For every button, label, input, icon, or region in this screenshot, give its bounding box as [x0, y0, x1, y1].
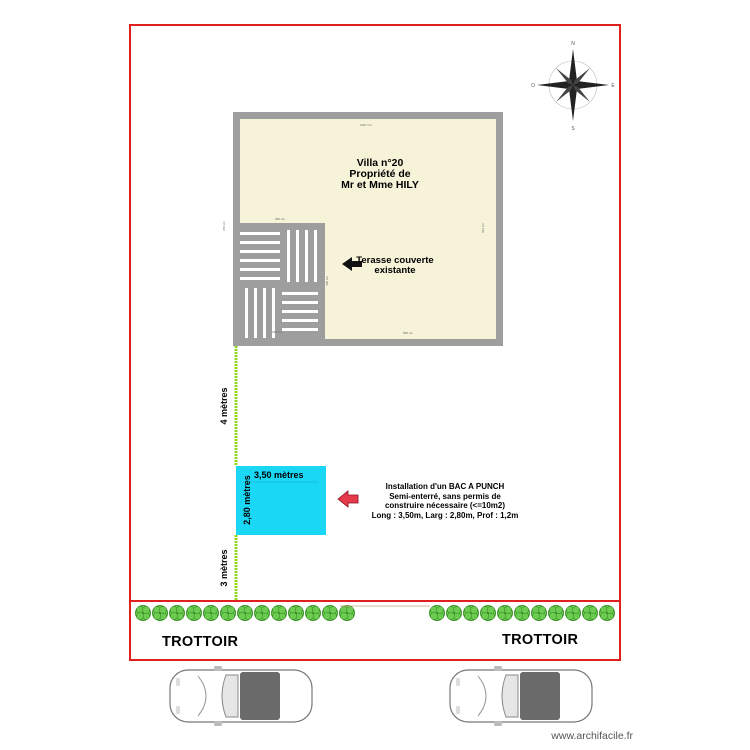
- hedge-bush-icon: [565, 605, 581, 621]
- arrow-left-icon: [337, 490, 359, 508]
- hedge-bush-icon: [237, 605, 253, 621]
- distance-label-upper: 4 mètres: [219, 387, 229, 425]
- dim-terrace-top: 360 cm: [275, 217, 285, 221]
- hedge-bush-icon: [463, 605, 479, 621]
- sidewalk-label-right: TROTTOIR: [502, 632, 579, 648]
- hedge-bush-icon: [220, 605, 236, 621]
- distance-label-lower: 3 mètres: [219, 549, 229, 587]
- dim-villa-bottom: 595 cm: [403, 331, 413, 335]
- dim-terrace-right: 395 cm: [324, 276, 329, 286]
- pool-bac-a-punch: [236, 466, 326, 535]
- hedge-left: [135, 605, 355, 621]
- hedge-bush-icon: [254, 605, 270, 621]
- hedge-bush-icon: [480, 605, 496, 621]
- car-icon: [169, 666, 313, 726]
- hedge-bush-icon: [305, 605, 321, 621]
- hedge-bush-icon: [322, 605, 338, 621]
- plot-boundary: [129, 24, 621, 661]
- dim-villa-top: 1067 cm: [360, 123, 372, 127]
- hedge-bush-icon: [288, 605, 304, 621]
- watermark: www.archifacile.fr: [551, 730, 633, 742]
- terrace-label: Terasse couverte existante: [355, 256, 435, 276]
- pool-description-line2: Semi-enterré, sans permis de: [389, 491, 501, 501]
- pool-description: Installation d'un BAC A PUNCH Semi-enter…: [350, 482, 540, 520]
- hedge-bush-icon: [582, 605, 598, 621]
- hedge-bush-icon: [429, 605, 445, 621]
- villa-title: Villa n°20 Propriété de Mr et Mme HILY: [300, 158, 460, 191]
- svg-text:E: E: [611, 83, 615, 89]
- pool-description-line1: Installation d'un BAC A PUNCH: [385, 482, 505, 491]
- hedge-right: [429, 605, 615, 621]
- pool-width-label: 3,50 mètres: [254, 470, 304, 480]
- villa-title-line2: Propriété de: [349, 168, 411, 180]
- pool-description-line3: construire nécessaire (<=10m2): [384, 501, 506, 510]
- hedge-bush-icon: [339, 605, 355, 621]
- hedge-bush-icon: [152, 605, 168, 621]
- hedge-bush-icon: [548, 605, 564, 621]
- pool-height-label: 2,80 mètres: [242, 475, 252, 525]
- svg-text:N: N: [571, 41, 575, 47]
- hedge-bush-icon: [497, 605, 513, 621]
- terrace-label-line2: existante: [374, 265, 416, 276]
- svg-text:S: S: [571, 126, 575, 132]
- terrace-decking: [233, 223, 325, 346]
- hedge-bush-icon: [271, 605, 287, 621]
- sidewalk-label-left: TROTTOIR: [162, 634, 239, 650]
- hedge-bush-icon: [203, 605, 219, 621]
- pool-description-line4: Long : 3,50m, Larg : 2,80m, Prof : 1,2m: [371, 510, 519, 520]
- hedge-bush-icon: [186, 605, 202, 621]
- arrow-left-icon: [342, 257, 362, 271]
- hedge-bush-icon: [514, 605, 530, 621]
- car-icon: [449, 666, 593, 726]
- hedge-bush-icon: [599, 605, 615, 621]
- svg-text:O: O: [531, 83, 535, 89]
- hedge-bush-icon: [169, 605, 185, 621]
- dim-villa-left: 479 cm: [221, 221, 226, 231]
- terrace-label-line1: Terasse couverte: [356, 255, 434, 266]
- compass-rose-icon: N S O E: [531, 41, 615, 132]
- villa-title-line3: Mr et Mme HILY: [341, 179, 419, 191]
- villa-title-line1: Villa n°20: [356, 157, 404, 169]
- hedge-bush-icon: [531, 605, 547, 621]
- dim-terrace-bottom: 320 cm: [272, 330, 282, 334]
- dim-villa-right: 924 cm: [480, 223, 485, 233]
- hedge-bush-icon: [135, 605, 151, 621]
- hedge-bush-icon: [446, 605, 462, 621]
